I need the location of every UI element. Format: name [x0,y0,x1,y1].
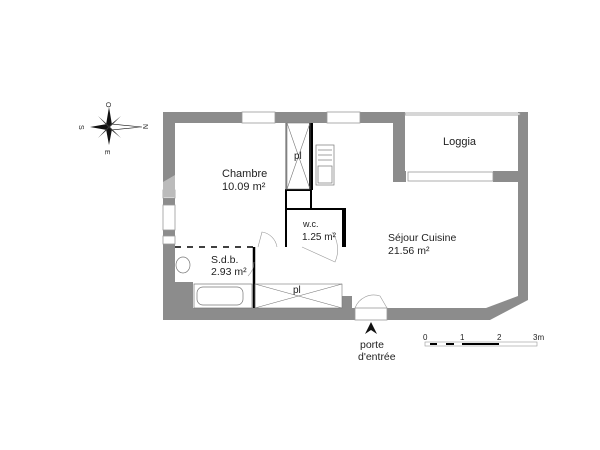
placard-top [286,122,311,190]
scale-tick-2: 2 [497,333,502,342]
entrance-label-line1: porte [360,339,384,351]
bathtub [193,283,253,309]
room-name-sejour: Séjour Cuisine [388,232,456,244]
scale-tick-1: 1 [460,333,465,342]
compass-east: E [103,150,110,155]
room-name-chambre: Chambre [222,168,267,180]
scale-tick-3: 3m [533,333,544,342]
window-bevel [163,175,175,197]
scale-tick-0: 0 [423,333,428,342]
room-area-chambre: 10.09 m² [222,181,266,193]
partitions [175,123,346,308]
washbasin [175,256,191,274]
room-area-sdb: 2.93 m² [211,266,247,278]
room-name-sdb: S.d.b. [211,254,238,266]
compass-west: O [104,102,111,108]
room-name-wc: w.c. [302,219,319,229]
entrance-arrow-icon [365,322,377,334]
entrance-door[interactable] [354,307,388,321]
kitchen-sink [315,144,335,186]
room-area-wc: 1.25 m² [302,232,337,243]
door-swings [247,231,338,277]
room-name-loggia: Loggia [443,136,477,148]
placard-bottom-label: pl [293,285,301,296]
placard-bottom [254,283,343,309]
compass-rose-icon [90,107,143,145]
room-area-sejour: 21.56 m² [388,245,430,257]
exterior-walls [163,112,528,320]
scale-bar: 0 1 2 3m [423,333,544,347]
entrance-door-swing [354,294,388,309]
compass-south: S [77,125,84,130]
entrance-label-line2: d'entrée [358,351,396,363]
compass-north: N [141,124,148,129]
windows [162,111,521,245]
placard-top-label: pl [294,151,302,162]
